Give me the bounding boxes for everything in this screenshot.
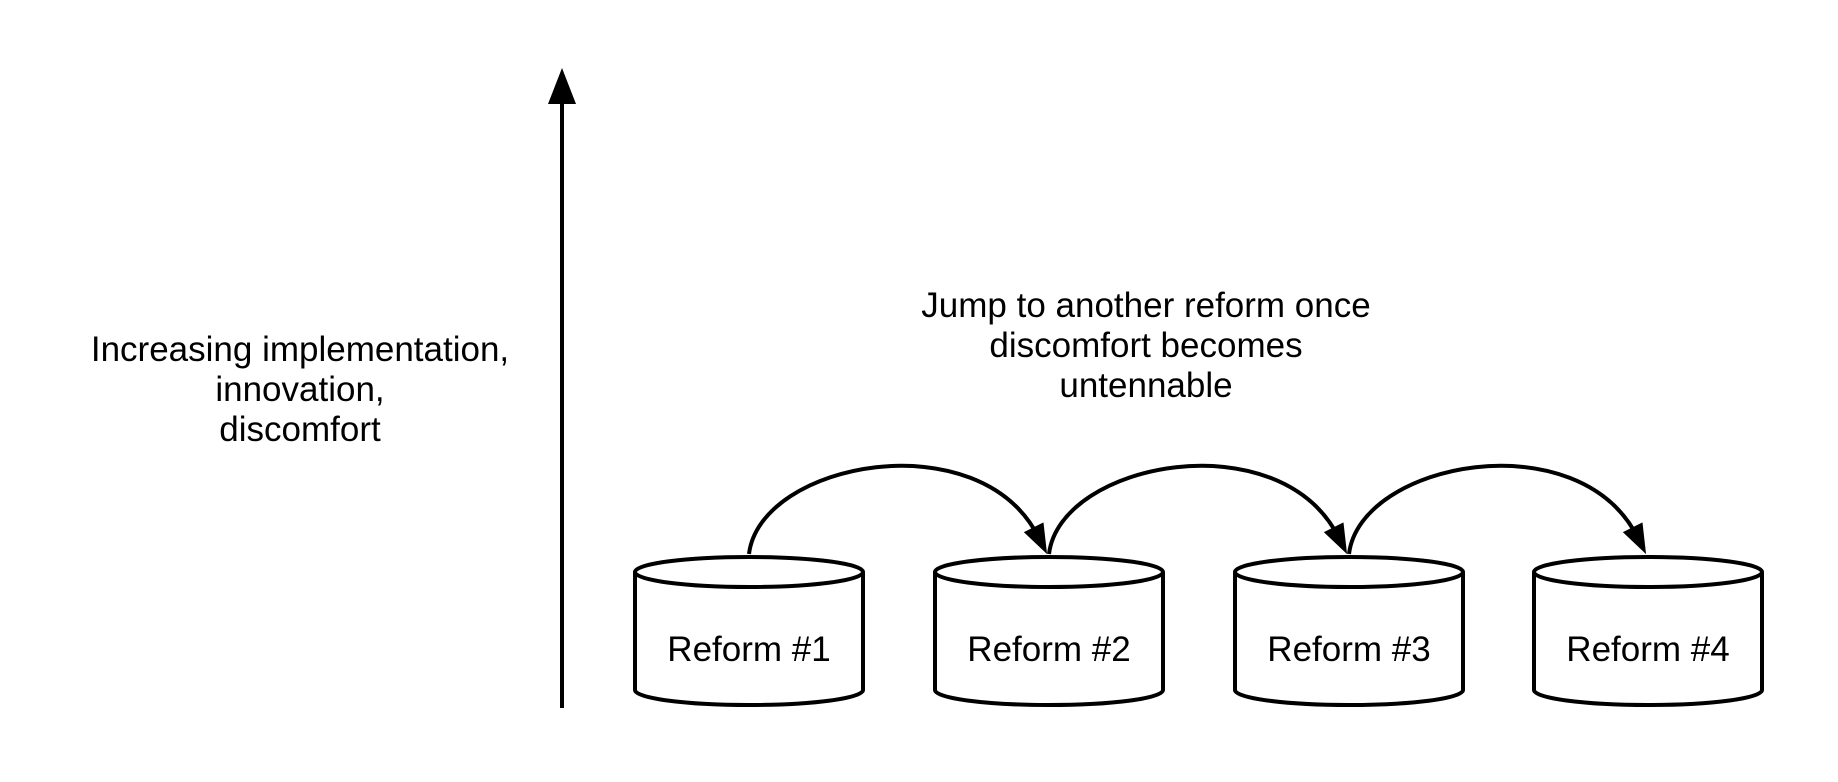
jump-arc-3	[1347, 463, 1647, 555]
cylinder-reform-1	[633, 555, 865, 707]
up-arrow-icon	[548, 68, 576, 708]
cylinder-label-reform-3: Reform #3	[1267, 630, 1431, 669]
cylinder-reform-3	[1233, 555, 1465, 707]
cylinder-reform-2	[933, 555, 1165, 707]
cylinder-label-reform-4: Reform #4	[1566, 630, 1730, 669]
cylinder-reform-4	[1532, 555, 1764, 707]
jump-arc-1	[747, 463, 1048, 555]
jump-annotation: Jump to another reform once discomfort b…	[921, 286, 1371, 405]
jump-arc-2	[1047, 463, 1348, 555]
cylinder-label-reform-1: Reform #1	[667, 630, 831, 669]
axis-label: Increasing implementation, innovation, d…	[90, 330, 510, 449]
cylinder-label-reform-2: Reform #2	[967, 630, 1131, 669]
